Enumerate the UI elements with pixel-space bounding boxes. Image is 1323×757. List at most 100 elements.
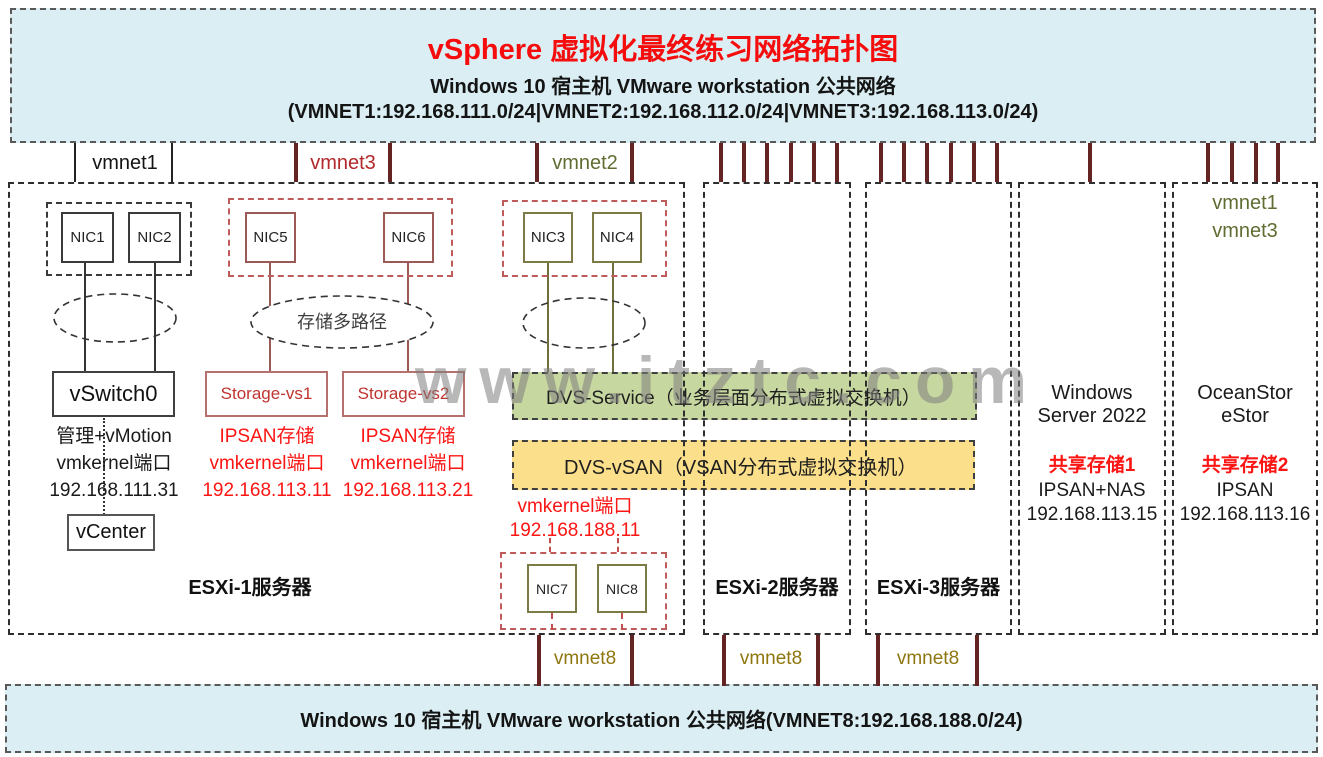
connector-line <box>879 143 883 182</box>
vsan-port-line2: 192.168.188.11 <box>509 520 641 541</box>
nic-group-vswitch0 <box>46 202 192 276</box>
windows-server-box <box>1018 182 1166 635</box>
nic3-box: NIC3 <box>523 212 573 263</box>
dvs-service-label: DVS-Service（业务层面分布式虚拟交换机） <box>546 387 921 409</box>
vswitch0-caption-line1: 管理+vMotion <box>56 426 172 447</box>
uplink-label-vmnet3: vmnet3 <box>303 152 383 175</box>
oceanstor-name-line1: OceanStor <box>1197 382 1293 404</box>
oceanstor-storage-type: IPSAN <box>1216 480 1274 501</box>
connector-line <box>171 143 173 182</box>
uplink-label-vmnet1: vmnet1 <box>83 152 167 175</box>
esxi1-server-box <box>8 182 685 635</box>
esxi1-label: ESXi-1服务器 <box>188 577 312 599</box>
esxi3-server-box <box>865 182 1012 635</box>
oceanstor-uplink-vmnet1: vmnet1 <box>1212 192 1278 214</box>
uplink-label-vmnet2: vmnet2 <box>545 152 625 175</box>
diagram-title: vSphere 虚拟化最终练习网络拓扑图 <box>427 34 899 66</box>
dvs-service-bar: DVS-Service（业务层面分布式虚拟交换机） <box>512 372 977 420</box>
nic-teaming-ellipse-vswitch0 <box>53 293 177 343</box>
connector-line <box>972 143 976 182</box>
downlink-label-vmnet8-1: vmnet8 <box>545 648 625 670</box>
vcenter-box: vCenter <box>67 514 155 551</box>
nic5-box: NIC5 <box>245 212 296 263</box>
nic1-label: NIC1 <box>70 229 105 246</box>
top-banner-subnets: (VMNET1:192.168.111.0/24|VMNET2:192.168.… <box>287 101 1039 123</box>
bottom-network-banner: Windows 10 宿主机 VMware workstation 公共网络(V… <box>5 684 1318 753</box>
vswitch0-box: vSwitch0 <box>52 371 175 417</box>
oceanstor-uplink-vmnet3: vmnet3 <box>1212 220 1278 242</box>
nic4-label: NIC4 <box>599 229 635 246</box>
vsan-port-caption: vmkernel端口 192.168.188.11 <box>490 495 660 543</box>
vswitch0-label: vSwitch0 <box>69 381 158 406</box>
connector-line <box>995 143 999 182</box>
esxi2-server-box <box>703 182 851 635</box>
connector-line <box>902 143 906 182</box>
connector-line <box>621 613 623 630</box>
connector-line <box>630 143 634 182</box>
dvs-vsan-label: DVS-vSAN（VSAN分布式虚拟交换机） <box>564 456 918 479</box>
top-network-banner: vSphere 虚拟化最终练习网络拓扑图 Windows 10 宿主机 VMwa… <box>10 8 1316 143</box>
connector-line <box>294 143 298 182</box>
connector-line <box>154 263 156 371</box>
storage-vs1-caption-line3: 192.168.113.11 <box>202 480 332 501</box>
storage-vs2-box: Storage-vs2 <box>342 371 465 417</box>
storage-vs2-label: Storage-vs2 <box>357 384 450 403</box>
oceanstor-uplink-labels: vmnet1 vmnet3 <box>1172 192 1318 243</box>
nic5-label: NIC5 <box>253 229 288 246</box>
connector-line <box>1088 143 1092 182</box>
vswitch0-caption-line2: vmkernel端口 <box>56 453 172 474</box>
windows-server-name-line1: Windows <box>1051 382 1133 404</box>
esxi2-label: ESXi-2服务器 <box>715 577 839 599</box>
connector-line <box>719 143 723 182</box>
connector-line <box>1276 143 1280 182</box>
esxi3-label: ESXi-3服务器 <box>876 577 1001 599</box>
oceanstor-content: OceanStor eStor 共享存储2 IPSAN 192.168.113.… <box>1172 382 1318 526</box>
connector-line <box>789 143 793 182</box>
connector-line <box>835 143 839 182</box>
oceanstor-ip: 192.168.113.16 <box>1179 504 1311 525</box>
connector-line <box>975 635 979 686</box>
connector-line <box>388 143 392 182</box>
windows-server-storage-label: 共享存储1 <box>1048 455 1136 476</box>
storage-vs1-caption-line2: vmkernel端口 <box>209 453 325 474</box>
downlink-label-vmnet8-2: vmnet8 <box>731 648 811 670</box>
downlink-label-vmnet8-3: vmnet8 <box>888 648 968 670</box>
storage-vs1-caption-line1: IPSAN存储 <box>219 426 315 447</box>
nic3-label: NIC3 <box>530 229 566 246</box>
connector-line <box>876 635 880 686</box>
connector-line <box>535 143 539 182</box>
connector-line <box>765 143 769 182</box>
nic4-box: NIC4 <box>592 212 642 263</box>
windows-server-content: Windows Server 2022 共享存储1 IPSAN+NAS 192.… <box>1018 382 1166 526</box>
connector-line <box>74 143 76 182</box>
storage-vs1-label: Storage-vs1 <box>220 384 313 403</box>
oceanstor-storage-label: 共享存储2 <box>1201 455 1289 476</box>
connector-line <box>1206 143 1210 182</box>
connector-line <box>925 143 929 182</box>
connector-line <box>84 263 86 371</box>
vsan-port-line1: vmkernel端口 <box>517 496 633 517</box>
storage-multipath-label: 存储多路径 <box>297 312 387 333</box>
nic6-label: NIC6 <box>391 229 426 246</box>
connector-line <box>812 143 816 182</box>
vswitch0-caption: 管理+vMotion vmkernel端口 192.168.111.31 <box>34 423 194 504</box>
oceanstor-name-line2: eStor <box>1221 405 1269 427</box>
connector-line <box>949 143 953 182</box>
storage-vs2-caption-line3: 192.168.113.21 <box>342 480 474 501</box>
connector-line <box>549 538 551 552</box>
connector-line <box>630 635 634 686</box>
nic-group-dvs <box>502 200 667 277</box>
oceanstor-box <box>1172 182 1318 635</box>
connector-line <box>722 635 726 686</box>
vcenter-label: vCenter <box>75 521 147 543</box>
connector-line <box>537 635 541 686</box>
nic2-box: NIC2 <box>128 212 181 263</box>
nic-group-vsan <box>500 552 667 630</box>
connector-line <box>742 143 746 182</box>
connector-line <box>103 418 105 515</box>
storage-vs1-caption: IPSAN存储 vmkernel端口 192.168.113.11 <box>192 423 342 504</box>
nic8-box: NIC8 <box>597 564 647 613</box>
nic8-label: NIC8 <box>606 580 638 597</box>
vswitch0-caption-line3: 192.168.111.31 <box>49 480 179 501</box>
connector-line <box>547 263 549 372</box>
